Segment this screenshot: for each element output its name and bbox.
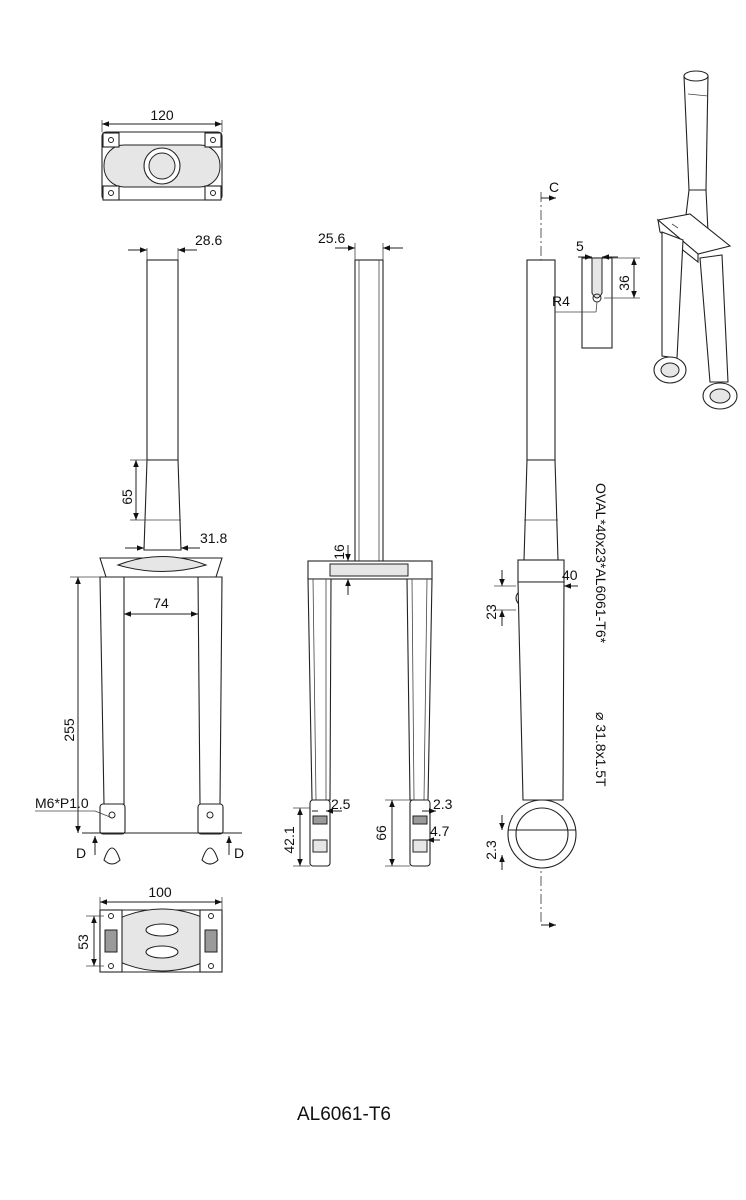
dim-thread: M6*P1.0 — [35, 795, 89, 811]
dim-leg-length: 255 — [61, 718, 77, 742]
dim-oval-width: 40 — [562, 567, 578, 583]
dim-slot-depth: 36 — [616, 275, 632, 291]
section-c: C — [549, 179, 559, 195]
dim-clamp-wall: 2.3 — [483, 840, 499, 860]
dim-dropout-length: 66 — [373, 825, 389, 841]
dim-crown-race: 31.8 — [200, 530, 227, 546]
tube-spec-note: ⌀ 31.8x1.5T — [593, 712, 609, 787]
dim-slot-radius: R4 — [552, 293, 570, 309]
dim-steerer-dia: 28.6 — [195, 232, 222, 248]
dim-bottom-width: 100 — [148, 884, 172, 900]
section-view: 25.6 16 2.5 2.3 4.7 42.1 66 — [281, 230, 453, 867]
front-view: 28.6 65 31.8 74 255 M6*P1.0 D D — [35, 232, 244, 865]
dim-top-width: 120 — [150, 107, 174, 123]
dim-wall-right: 2.3 — [433, 796, 453, 812]
dim-wall-left: 2.5 — [331, 796, 351, 812]
dim-oval-height: 23 — [483, 604, 499, 620]
top-view: 120 — [101, 107, 223, 201]
isometric-view — [653, 70, 738, 410]
dim-dropout-wall: 4.7 — [430, 823, 450, 839]
dim-leg-spacing: 74 — [153, 595, 169, 611]
oval-spec-note: OVAL*40x23*AL6061-T6* — [593, 483, 609, 644]
side-view: C R4 5 36 40 23 — [483, 179, 640, 928]
dim-bottom-depth: 53 — [75, 934, 91, 950]
drawing-title: AL6061-T6 — [297, 1104, 391, 1125]
dim-dropout-height: 42.1 — [281, 826, 297, 853]
dim-slot-width: 5 — [576, 238, 584, 254]
bottom-view: 100 53 — [75, 884, 223, 973]
section-d-left: D — [76, 845, 86, 861]
dim-crown-thickness: 16 — [331, 544, 347, 560]
dim-steerer-inner: 25.6 — [318, 230, 345, 246]
dim-taper-len: 65 — [119, 489, 135, 505]
section-d-right: D — [234, 845, 244, 861]
